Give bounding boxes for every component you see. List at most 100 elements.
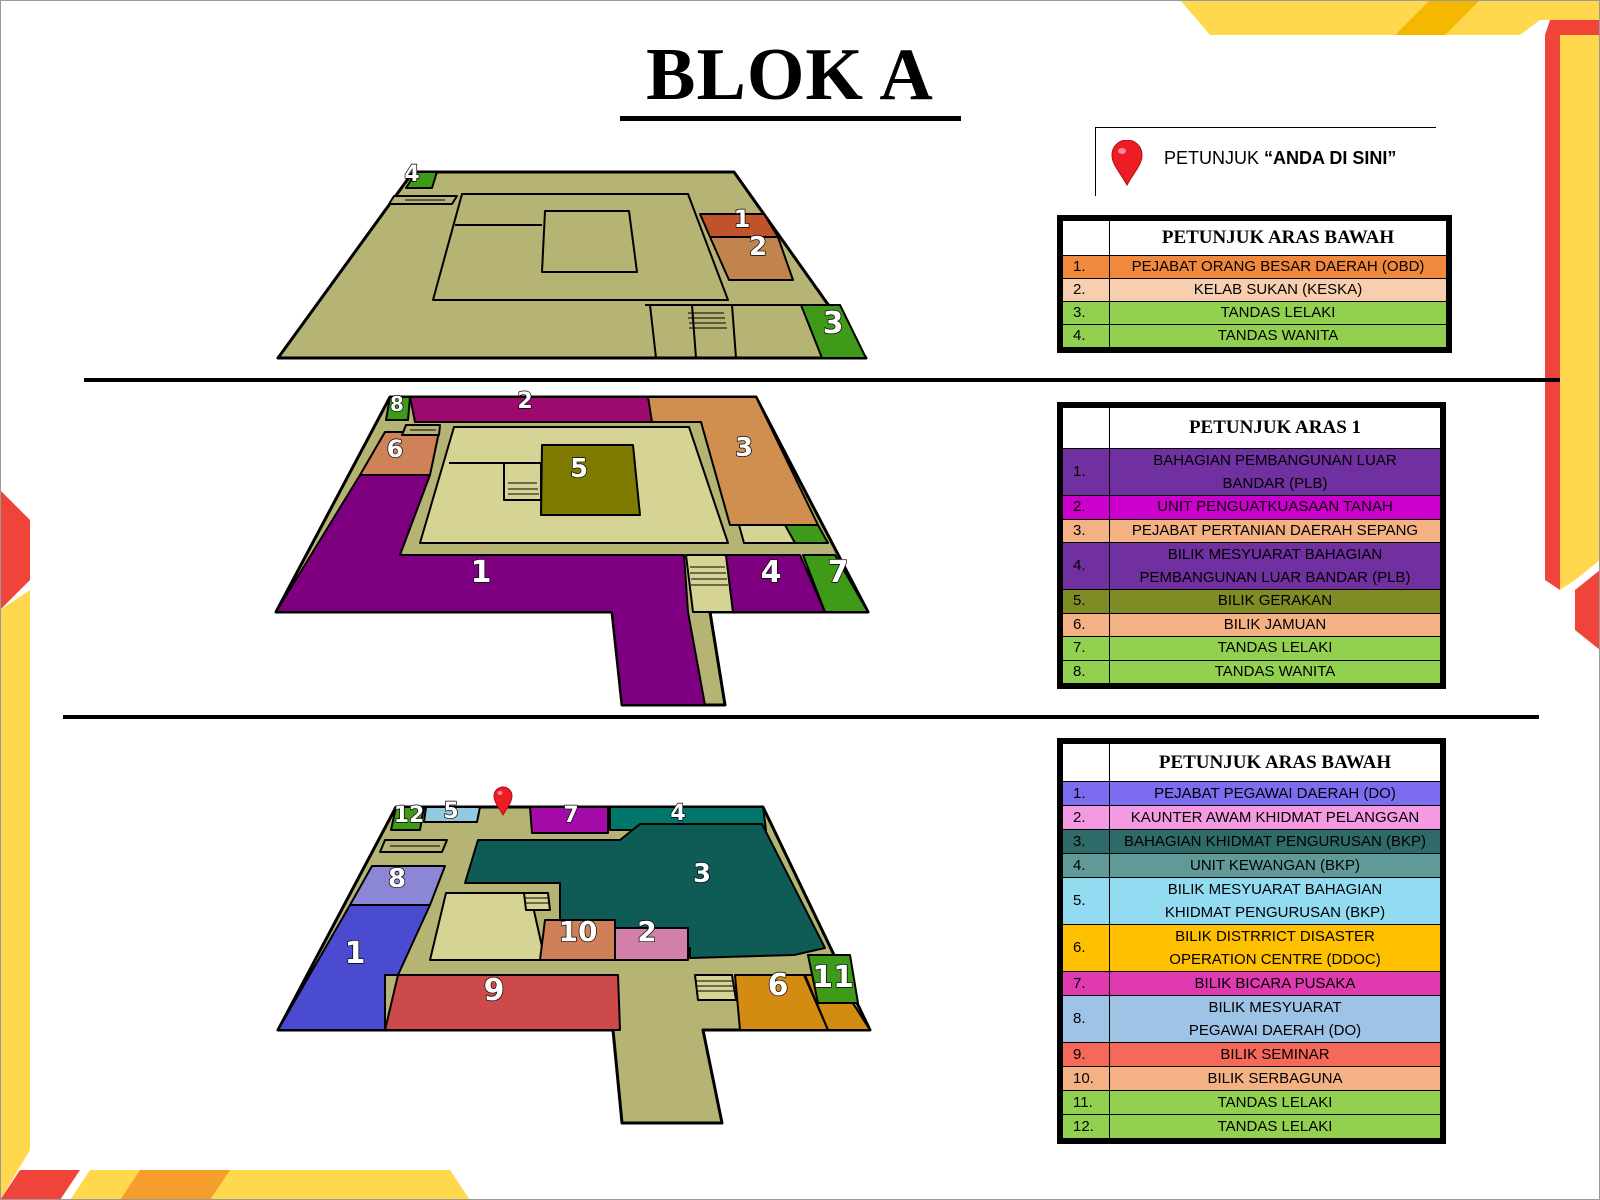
legend-row: 3. BAHAGIAN KHIDMAT PENGURUSAN (BKP)	[1062, 829, 1441, 854]
legend-description-line: TANDAS WANITA	[1217, 327, 1339, 344]
room-label: 8	[390, 392, 404, 416]
floor-divider	[63, 715, 1539, 719]
legend-number: 3.	[1062, 301, 1110, 325]
legend-description-line: BILIK SEMINAR	[1220, 1045, 1330, 1063]
legend-row: 2.KAUNTER AWAM KHIDMAT PELANGGAN	[1062, 805, 1441, 830]
room-label: 11	[812, 960, 854, 995]
legend-heading: PETUNJUK ARAS 1	[1109, 407, 1441, 449]
floor-plan-top: 4 1 2 3	[276, 161, 868, 360]
room-label: 3	[823, 306, 844, 341]
legend-number: 8.	[1062, 659, 1110, 684]
legend-header-row: PETUNJUK ARAS BAWAH	[1062, 220, 1447, 256]
legend-description: BILIK DISTRRICT DISASTER OPERATION CENTRE…	[1109, 924, 1441, 972]
room-label: 1	[471, 555, 492, 590]
legend-description-line: KHIDMAT PENGURUSAN (BKP)	[1164, 904, 1386, 921]
legend-row: 1. PEJABAT ORANG BESAR DAERAH (OBD)	[1062, 255, 1447, 279]
legend-number: 5.	[1062, 877, 1110, 925]
legend-number: 1.	[1062, 781, 1110, 806]
legend-description: KAUNTER AWAM KHIDMAT PELANGGAN	[1109, 805, 1441, 830]
legend-number: 4.	[1062, 324, 1110, 348]
legend-description: TANDAS LELAKI	[1109, 636, 1441, 661]
legend-heading: PETUNJUK ARAS BAWAH	[1109, 743, 1441, 782]
legend-row: 7. BILIK BICARA PUSAKA	[1062, 971, 1441, 996]
you-are-here-emphasis: “ANDA DI SINI”	[1264, 148, 1397, 168]
legend-description: TANDAS WANITA	[1109, 324, 1447, 348]
legend-description-line: TANDAS LELAKI	[1217, 639, 1333, 657]
legend-description-line: PEMBANGUNAN LUAR BANDAR (PLB)	[1139, 569, 1411, 586]
floor-divider	[84, 378, 1560, 382]
room-label: 2	[749, 232, 767, 262]
legend-row: 2.UNIT PENGUATKUASAAN TANAH	[1062, 495, 1441, 520]
legend-description-line: BILIK DISTRRICT DISASTER	[1175, 928, 1375, 945]
legend-number: 10.	[1062, 1066, 1110, 1091]
legend-number: 5.	[1062, 589, 1110, 614]
legend-header-spacer	[1062, 407, 1110, 449]
room-label: 2	[637, 915, 656, 948]
legend-description: BILIK GERAKAN	[1109, 589, 1441, 614]
legend-row: 8. BILIK MESYUARAT PEGAWAI DAERAH (DO)	[1062, 995, 1441, 1043]
legend-number: 7.	[1062, 971, 1110, 996]
floor-plan-ground: 12 5 7 4 3 8 10 2 1 9 6 11	[276, 786, 872, 1125]
legend-description-line: TANDAS LELAKI	[1217, 1117, 1333, 1135]
legend-description: TANDAS WANITA	[1109, 659, 1441, 684]
legend-number: 7.	[1062, 636, 1110, 661]
legend-description-line: PEJABAT ORANG BESAR DAERAH (OBD)	[1131, 258, 1425, 275]
legend-description-line: UNIT KEWANGAN (BKP)	[1189, 856, 1361, 874]
you-are-here-label: PETUNJUK “ANDA DI SINI”	[1164, 148, 1396, 169]
legend-number: 1.	[1062, 255, 1110, 279]
legend-description: BILIK BICARA PUSAKA	[1109, 971, 1441, 996]
legend-description-line: BILIK GERAKAN	[1217, 592, 1333, 610]
room-label: 4	[761, 555, 782, 590]
legend-number: 11.	[1062, 1090, 1110, 1115]
legend-row: 2.KELAB SUKAN (KESKA)	[1062, 278, 1447, 302]
legend-number: 1.	[1062, 448, 1110, 496]
legend-description: BILIK SEMINAR	[1109, 1042, 1441, 1067]
legend-number: 8.	[1062, 995, 1110, 1043]
legend-description: KELAB SUKAN (KESKA)	[1109, 278, 1447, 302]
legend-number: 4.	[1062, 542, 1110, 590]
legend-description-line: BILIK SERBAGUNA	[1207, 1069, 1343, 1087]
legend-header-spacer	[1062, 220, 1110, 256]
legend-description-line: BILIK MESYUARAT	[1208, 999, 1342, 1016]
legend-row: 6.BILIK JAMUAN	[1062, 612, 1441, 637]
legend-row: 1.PEJABAT PEGAWAI DAERAH (DO)	[1062, 781, 1441, 806]
you-are-here-prefix: PETUNJUK	[1164, 148, 1265, 168]
legend-number: 2.	[1062, 278, 1110, 302]
you-are-here-key: PETUNJUK “ANDA DI SINI”	[1095, 127, 1436, 196]
legend-description-line: BILIK BICARA PUSAKA	[1194, 974, 1356, 992]
legend-description-line: TANDAS LELAKI	[1220, 304, 1336, 321]
legend-description-line: PEJABAT PERTANIAN DAERAH SEPANG	[1131, 521, 1419, 539]
room-label: 3	[693, 859, 711, 889]
legend-description-line: OPERATION CENTRE (DDOC)	[1169, 951, 1381, 968]
legend-number: 2.	[1062, 495, 1110, 520]
legend-row: 10. BILIK SERBAGUNA	[1062, 1066, 1441, 1091]
legend-number: 3.	[1062, 829, 1110, 854]
legend-row: 3.PEJABAT PERTANIAN DAERAH SEPANG	[1062, 518, 1441, 543]
legend-description: TANDAS LELAKI	[1109, 301, 1447, 325]
legend-row: 11.TANDAS LELAKI	[1062, 1090, 1441, 1115]
room-label: 5	[570, 454, 588, 484]
legend-description: TANDAS LELAKI	[1109, 1114, 1441, 1139]
legend-row: 5. BILIK GERAKAN	[1062, 589, 1441, 614]
legend-description-line: PEGAWAI DAERAH (DO)	[1188, 1022, 1362, 1039]
legend-number: 4.	[1062, 853, 1110, 878]
legend-description: PEJABAT ORANG BESAR DAERAH (OBD)	[1109, 255, 1447, 279]
legend-row: 3. TANDAS LELAKI	[1062, 301, 1447, 325]
room-label: 4	[670, 801, 685, 826]
legend-row: 4. TANDAS WANITA	[1062, 324, 1447, 348]
room-label: 7	[828, 555, 849, 590]
legend-header-row: PETUNJUK ARAS 1	[1062, 407, 1441, 449]
legend-row: 8.TANDAS WANITA	[1062, 659, 1441, 684]
room-label: 12	[394, 803, 425, 828]
legend-description-line: BAHAGIAN KHIDMAT PENGURUSAN (BKP)	[1124, 832, 1426, 850]
